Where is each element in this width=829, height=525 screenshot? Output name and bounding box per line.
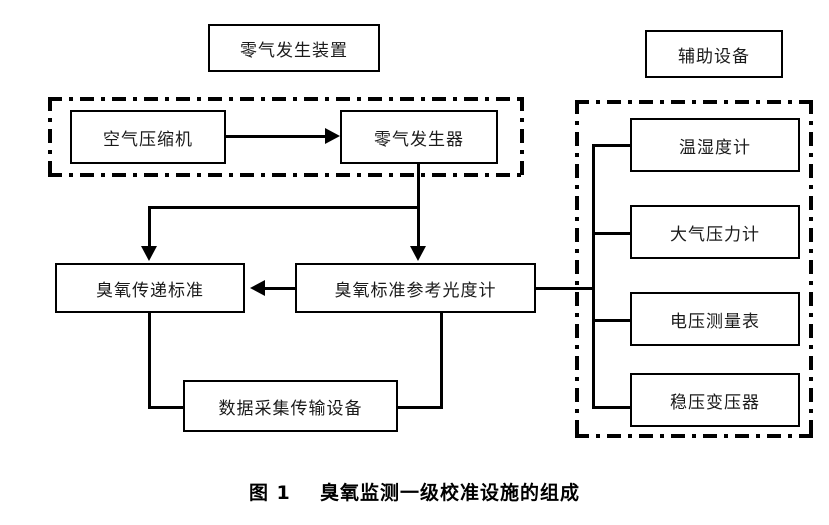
panel-edge-top (48, 97, 524, 101)
node-ozone-reference-photometer-label: 臭氧标准参考光度计 (334, 280, 497, 301)
figure-caption: 图 1 臭氧监测一级校准设施的组成 (0, 478, 829, 505)
node-air-compressor: 空气压缩机 (70, 110, 226, 164)
panel-edge-right (809, 100, 813, 438)
panel-edge-top (575, 100, 813, 104)
connector-photometer-down (440, 313, 443, 408)
arrow-generator-to-photometer (410, 246, 426, 261)
connector-photometer-to-data (395, 406, 443, 409)
node-barometer: 大气压力计 (630, 205, 800, 259)
panel-edge-left (575, 100, 579, 438)
panel-edge-right (520, 97, 524, 177)
node-thermo-hygrometer: 温湿度计 (630, 118, 800, 172)
connector-generator-branch-left (148, 206, 420, 209)
connector-photometer-to-transfer-standard (265, 287, 297, 290)
node-zero-air-generator: 零气发生器 (340, 110, 498, 164)
connector-photometer-to-auxiliary-bus (533, 287, 595, 290)
node-ozone-transfer-standard: 臭氧传递标准 (55, 263, 245, 313)
connector-transfer-standard-to-data (148, 406, 186, 409)
node-voltage-regulator-label: 稳压变压器 (670, 392, 760, 413)
arrow-photometer-to-transfer-standard (250, 280, 265, 296)
connector-compressor-to-generator (226, 135, 326, 138)
node-ozone-transfer-standard-label: 臭氧传递标准 (96, 280, 204, 301)
zero-air-group-panel (48, 97, 524, 177)
connector-generator-to-photometer (417, 208, 420, 250)
group-title-auxiliary-label: 辅助设备 (678, 46, 750, 67)
node-ozone-reference-photometer: 臭氧标准参考光度计 (295, 263, 536, 313)
arrow-compressor-to-generator (325, 128, 340, 144)
node-barometer-label: 大气压力计 (670, 224, 760, 245)
panel-edge-bottom (48, 173, 524, 177)
connector-bus-to-voltage-regulator (592, 406, 632, 409)
auxiliary-bus (592, 144, 595, 409)
node-data-acquisition: 数据采集传输设备 (183, 380, 398, 432)
connector-transfer-standard-down (148, 313, 151, 408)
node-voltmeter: 电压测量表 (630, 292, 800, 346)
arrow-branch-to-transfer-standard (141, 246, 157, 261)
node-air-compressor-label: 空气压缩机 (103, 129, 193, 150)
node-voltmeter-label: 电压测量表 (670, 311, 760, 332)
connector-branch-to-transfer-standard (148, 206, 151, 248)
node-data-acquisition-label: 数据采集传输设备 (218, 398, 363, 419)
figure-caption-title: 臭氧监测一级校准设施的组成 (320, 482, 581, 504)
figure-caption-number: 图 1 (248, 482, 291, 504)
node-thermo-hygrometer-label: 温湿度计 (679, 137, 751, 158)
group-title-auxiliary: 辅助设备 (645, 30, 783, 78)
connector-bus-to-thermo-hygrometer (592, 144, 632, 147)
group-title-zero-air-label: 零气发生装置 (240, 40, 348, 61)
node-voltage-regulator: 稳压变压器 (630, 373, 800, 427)
group-title-zero-air: 零气发生装置 (208, 24, 380, 72)
node-zero-air-generator-label: 零气发生器 (374, 129, 464, 150)
connector-bus-to-barometer (592, 232, 632, 235)
panel-edge-bottom (575, 434, 813, 438)
panel-edge-left (48, 97, 52, 177)
connector-bus-to-voltmeter (592, 319, 632, 322)
auxiliary-group-panel (575, 100, 813, 438)
